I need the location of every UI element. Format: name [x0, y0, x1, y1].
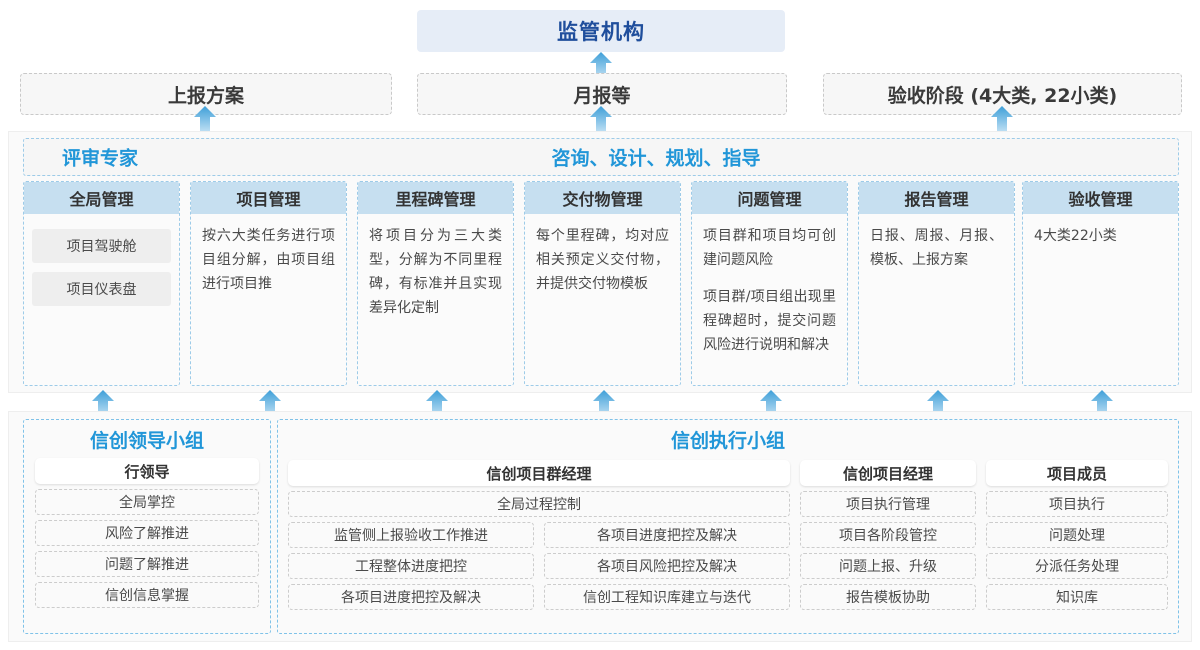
card-project-management-body: 按六大类任务进行项目组分解，由项目组进行项目推 — [191, 214, 346, 296]
task-item[interactable]: 问题上报、升级 — [800, 553, 976, 579]
card-global-management-title: 全局管理 — [24, 182, 179, 214]
regulator-box: 监管机构 — [417, 10, 785, 52]
group-leading-content: 行领导 全局掌控 风险了解推进 问题了解推进 信创信息掌握 — [24, 458, 270, 608]
task-item[interactable]: 信创工程知识库建立与迭代 — [544, 584, 790, 610]
arrow-up-to-card-5 — [760, 390, 782, 416]
task-item[interactable]: 工程整体进度把控 — [288, 553, 534, 579]
arrow-up-to-card-3 — [426, 390, 448, 416]
pill-item[interactable]: 项目仪表盘 — [32, 272, 171, 306]
card-paragraph: 将项目分为三大类型，分解为不同里程碑，有标准并且实现差异化定制 — [369, 228, 502, 317]
column-program-manager: 信创项目群经理 全局过程控制 监管侧上报验收工作推进 工程整体进度把控 各项目进… — [288, 460, 790, 610]
card-milestone-management[interactable]: 里程碑管理 将项目分为三大类型，分解为不同里程碑，有标准并且实现差异化定制 — [357, 181, 514, 386]
card-issue-management-body: 项目群和项目均可创建问题风险 项目群/项目组出现里程碑超时，提交问题风险进行说明… — [692, 214, 847, 357]
card-deliverable-management-body: 每个里程碑，均对应相关预定义交付物，并提供交付物模板 — [525, 214, 680, 296]
program-manager-tasks-left: 监管侧上报验收工作推进 工程整体进度把控 各项目进度把控及解决 — [288, 517, 534, 610]
task-item[interactable]: 项目执行 — [986, 491, 1168, 517]
arrow-up-to-regulator — [590, 52, 612, 78]
task-item[interactable]: 风险了解推进 — [35, 520, 259, 546]
program-manager-tasks-right: 各项目进度把控及解决 各项目风险把控及解决 信创工程知识库建立与迭代 — [544, 517, 790, 610]
card-paragraph: 4大类22小类 — [1034, 228, 1117, 244]
report-box-plan: 上报方案 — [20, 73, 392, 115]
card-milestone-management-title: 里程碑管理 — [358, 182, 513, 214]
report-box-monthly-label: 月报等 — [573, 84, 631, 107]
card-acceptance-management-body: 4大类22小类 — [1023, 214, 1178, 248]
task-item[interactable]: 问题处理 — [986, 522, 1168, 548]
report-box-acceptance-label: 验收阶段 (4大类, 22小类) — [887, 84, 1118, 107]
role-project-member[interactable]: 项目成员 — [986, 460, 1168, 486]
arrow-up-to-card-2 — [259, 390, 281, 416]
column-project-manager: 信创项目经理 项目执行管理 项目各阶段管控 问题上报、升级 报告模板协助 — [800, 460, 976, 610]
card-milestone-management-body: 将项目分为三大类型，分解为不同里程碑，有标准并且实现差异化定制 — [358, 214, 513, 320]
role-bank-leader[interactable]: 行领导 — [35, 458, 259, 484]
report-box-plan-label: 上报方案 — [167, 84, 244, 107]
card-global-management-items: 项目驾驶舱 项目仪表盘 — [24, 214, 179, 306]
group-leading: 信创领导小组 行领导 全局掌控 风险了解推进 问题了解推进 信创信息掌握 — [23, 419, 271, 634]
task-item[interactable]: 监管侧上报验收工作推进 — [288, 522, 534, 548]
card-paragraph: 日报、周报、月报、模板、上报方案 — [870, 228, 1003, 269]
role-project-manager[interactable]: 信创项目经理 — [800, 460, 976, 486]
arrow-up-to-card-6 — [927, 390, 949, 416]
card-deliverable-management[interactable]: 交付物管理 每个里程碑，均对应相关预定义交付物，并提供交付物模板 — [524, 181, 681, 386]
management-panel-header: 评审专家 咨询、设计、规划、指导 — [23, 138, 1179, 176]
arrow-up-to-monthly — [590, 106, 612, 132]
task-item[interactable]: 全局掌控 — [35, 489, 259, 515]
task-item[interactable]: 各项目进度把控及解决 — [544, 522, 790, 548]
consulting-label: 咨询、设计、规划、指导 — [551, 147, 761, 170]
task-item[interactable]: 知识库 — [986, 584, 1168, 610]
card-paragraph: 按六大类任务进行项目组分解，由项目组进行项目推 — [202, 228, 335, 293]
management-panel: 评审专家 咨询、设计、规划、指导 全局管理 项目驾驶舱 项目仪表盘 项目管理 按… — [8, 131, 1192, 393]
group-execution: 信创执行小组 信创项目群经理 全局过程控制 监管侧上报验收工作推进 工程整体进度… — [277, 419, 1179, 634]
card-issue-management-title: 问题管理 — [692, 182, 847, 214]
task-item[interactable]: 项目各阶段管控 — [800, 522, 976, 548]
arrow-up-to-plan — [194, 106, 216, 132]
column-project-member: 项目成员 项目执行 问题处理 分派任务处理 知识库 — [986, 460, 1168, 610]
card-paragraph: 项目群和项目均可创建问题风险 — [703, 228, 836, 269]
review-experts-label: 评审专家 — [62, 147, 139, 170]
card-report-management-title: 报告管理 — [859, 182, 1014, 214]
task-item[interactable]: 分派任务处理 — [986, 553, 1168, 579]
card-project-management[interactable]: 项目管理 按六大类任务进行项目组分解，由项目组进行项目推 — [190, 181, 347, 386]
teams-panel: 信创领导小组 行领导 全局掌控 风险了解推进 问题了解推进 信创信息掌握 信创执… — [8, 411, 1192, 642]
role-program-manager[interactable]: 信创项目群经理 — [288, 460, 790, 486]
card-issue-management[interactable]: 问题管理 项目群和项目均可创建问题风险 项目群/项目组出现里程碑超时，提交问题风… — [691, 181, 848, 386]
task-item[interactable]: 信创信息掌握 — [35, 582, 259, 608]
pill-item[interactable]: 项目驾驶舱 — [32, 229, 171, 263]
arrow-up-to-acceptance — [991, 106, 1013, 132]
card-paragraph: 每个里程碑，均对应相关预定义交付物，并提供交付物模板 — [536, 228, 669, 293]
task-item[interactable]: 问题了解推进 — [35, 551, 259, 577]
task-item[interactable]: 报告模板协助 — [800, 584, 976, 610]
task-item[interactable]: 项目执行管理 — [800, 491, 976, 517]
card-report-management[interactable]: 报告管理 日报、周报、月报、模板、上报方案 — [858, 181, 1015, 386]
task-item[interactable]: 各项目风险把控及解决 — [544, 553, 790, 579]
task-item[interactable]: 各项目进度把控及解决 — [288, 584, 534, 610]
card-acceptance-management-title: 验收管理 — [1023, 182, 1178, 214]
group-execution-title: 信创执行小组 — [670, 430, 785, 452]
regulator-label: 监管机构 — [557, 20, 645, 44]
arrow-up-to-card-4 — [593, 390, 615, 416]
card-report-management-body: 日报、周报、月报、模板、上报方案 — [859, 214, 1014, 272]
card-acceptance-management[interactable]: 验收管理 4大类22小类 — [1022, 181, 1179, 386]
card-deliverable-management-title: 交付物管理 — [525, 182, 680, 214]
card-global-management[interactable]: 全局管理 项目驾驶舱 项目仪表盘 — [23, 181, 180, 386]
group-leading-title: 信创领导小组 — [89, 430, 204, 452]
arrow-up-to-card-1 — [92, 390, 114, 416]
group-execution-columns: 信创项目群经理 全局过程控制 监管侧上报验收工作推进 工程整体进度把控 各项目进… — [278, 460, 1178, 610]
card-project-management-title: 项目管理 — [191, 182, 346, 214]
program-manager-subcolumns: 监管侧上报验收工作推进 工程整体进度把控 各项目进度把控及解决 各项目进度把控及… — [288, 517, 790, 610]
arrow-up-to-card-7 — [1091, 390, 1113, 416]
card-paragraph: 项目群/项目组出现里程碑超时，提交问题风险进行说明和解决 — [703, 289, 836, 354]
task-item[interactable]: 全局过程控制 — [288, 491, 790, 517]
